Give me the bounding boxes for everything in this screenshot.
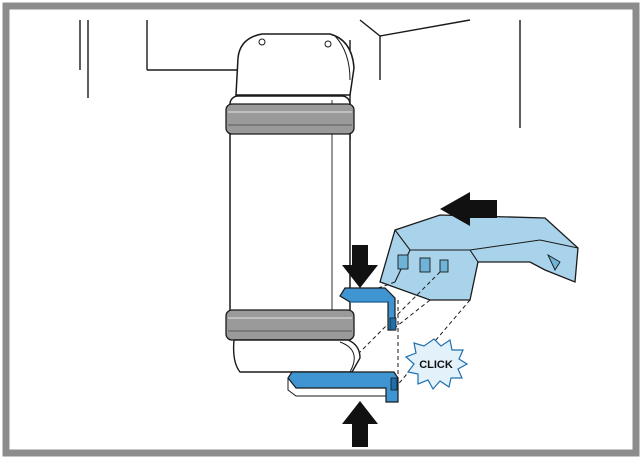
click-burst-icon: CLICK <box>404 338 469 391</box>
upper-blue-clip <box>339 287 397 331</box>
blue-side-panel <box>379 214 579 301</box>
chimney-unit <box>225 33 361 373</box>
top-strap <box>225 103 355 135</box>
arrow-up-icon <box>342 401 378 447</box>
bottom-strap <box>225 309 355 341</box>
arrow-down-icon <box>342 245 378 288</box>
arrow-left-icon <box>440 192 497 226</box>
click-label: CLICK <box>419 359 453 371</box>
lower-blue-bracket <box>287 371 399 403</box>
